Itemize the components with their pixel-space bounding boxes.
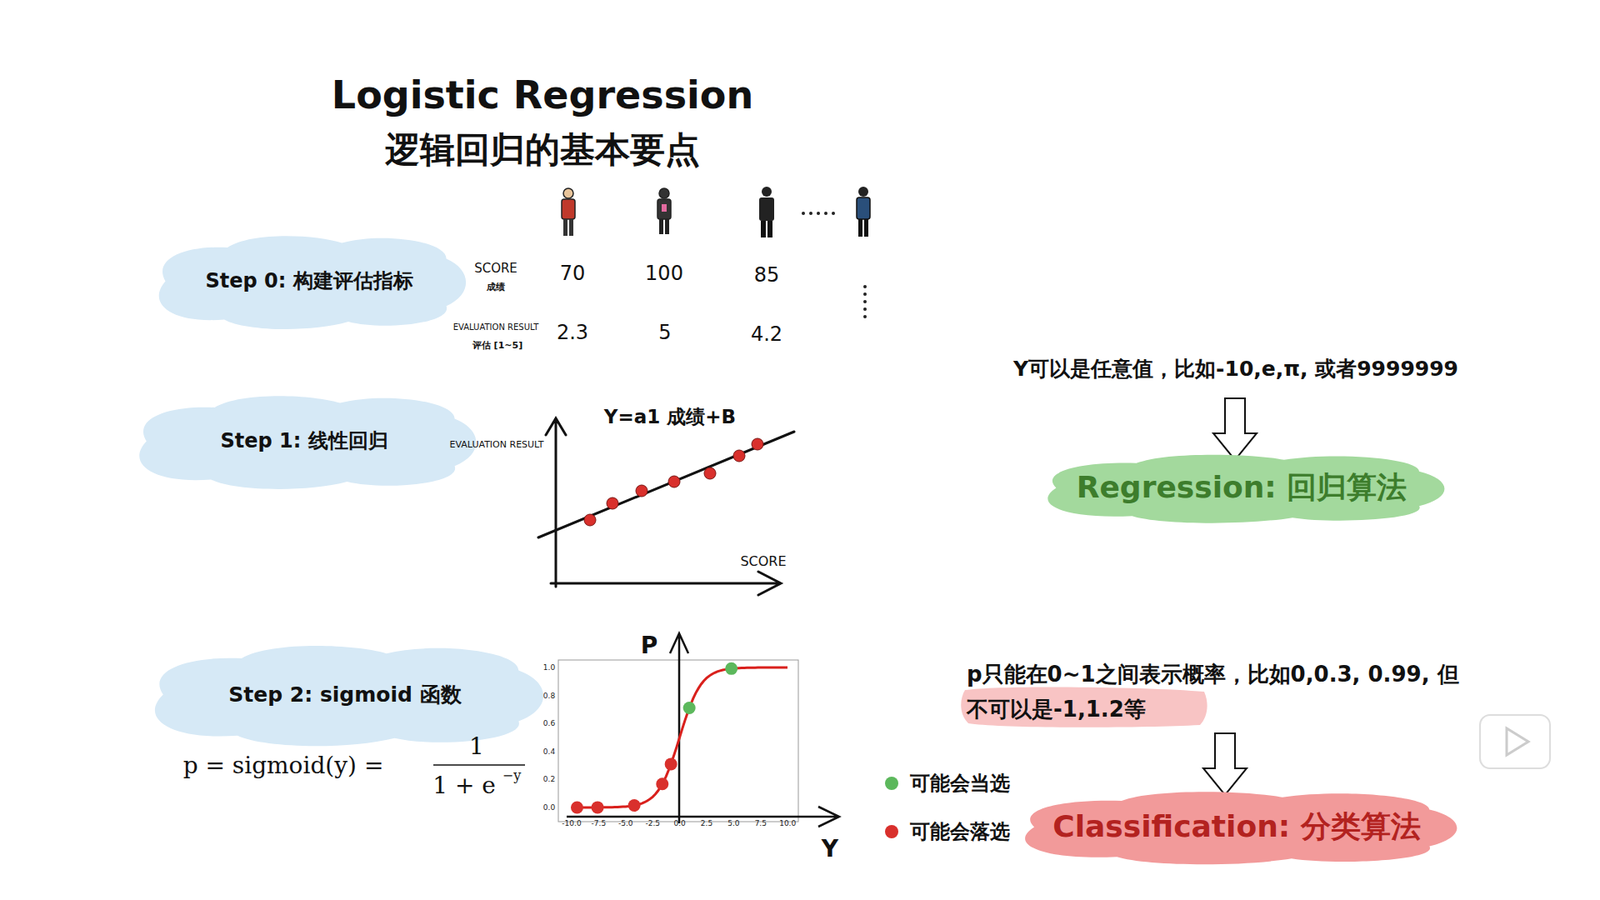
step-cloud: Step 2: sigmoid 函数 <box>138 634 552 755</box>
text-label: 70 <box>560 261 586 285</box>
text-label: EVALUATION RESULT <box>453 322 540 332</box>
text-label: 0.0 <box>673 819 685 828</box>
text-label: Y <box>821 835 839 863</box>
data-point <box>655 777 669 790</box>
data-point <box>628 799 641 812</box>
text-label: 1.0 <box>543 663 555 672</box>
text-label: 评估 [1~5] <box>472 339 523 352</box>
person-icon <box>759 186 775 238</box>
text-label: SCORE <box>740 553 786 570</box>
title: Logistic Regression <box>331 72 754 118</box>
text-label: 2.3 <box>556 320 589 345</box>
hollow-arrow <box>1203 733 1247 795</box>
sigmoid-chart <box>558 633 840 827</box>
legend-item: 可能会当选 <box>885 770 1010 797</box>
text-label: 5 <box>658 320 671 345</box>
text-label: 100 <box>645 261 684 285</box>
ellipsis-dots <box>801 211 867 319</box>
data-point <box>570 800 584 814</box>
text-label: Y可以是任意值，比如-10,e,π, 或者9999999 <box>1013 355 1459 383</box>
text-label: 0.0 <box>543 803 555 812</box>
text-label: 0.4 <box>543 747 555 756</box>
person-icon <box>657 188 671 235</box>
text-label: 逻辑回归的基本要点 <box>385 126 700 174</box>
text-label: 0.2 <box>543 775 555 784</box>
text-label: 10.0 <box>779 819 796 828</box>
text-label: 0.8 <box>543 691 555 700</box>
legend-label: 可能会落选 <box>910 818 1010 845</box>
person-icon <box>856 186 870 237</box>
text-label: 1 <box>469 732 485 760</box>
hollow-arrow <box>1213 398 1257 460</box>
text-label: 0.6 <box>543 719 555 728</box>
legend-item: 可能会落选 <box>885 818 1010 845</box>
text-label: 85 <box>754 263 780 287</box>
text-label: SCORE <box>474 260 518 276</box>
node-label: Step 1: 线性回归 <box>220 427 388 455</box>
legend-swatch <box>885 776 899 790</box>
linear-chart <box>538 418 795 595</box>
node-label: Classification: 分类算法 <box>1052 806 1420 848</box>
text-label: -5.0 <box>618 819 634 828</box>
text-label: -7.5 <box>591 819 607 828</box>
text-label: 7.5 <box>755 819 767 828</box>
text-label: Y=a1 成绩+B <box>604 404 736 430</box>
text-label: 5.0 <box>727 819 740 828</box>
text-label: 4.2 <box>750 322 783 346</box>
text-label: p只能在0~1之间表示概率，比如0,0.3, 0.99, 但不可以是-1,1.2… <box>966 656 1475 727</box>
data-point <box>591 800 605 814</box>
text-label: −y <box>502 767 521 784</box>
step-cloud: Step 0: 构建评估指标 <box>145 225 473 338</box>
text-label: EVALUATION RESULT <box>450 439 545 450</box>
data-point <box>665 757 678 770</box>
legend-label: 可能会当选 <box>910 770 1010 797</box>
node-label: Regression: 回归算法 <box>1076 467 1408 509</box>
text-label: -10.0 <box>561 819 581 828</box>
data-point <box>683 701 696 715</box>
play-icon <box>1480 715 1550 769</box>
result-band: Regression: 回归算法 <box>1030 446 1454 530</box>
result-band: Classification: 分类算法 <box>1006 783 1466 871</box>
step-cloud: Step 1: 线性回归 <box>125 385 484 498</box>
data-points <box>584 438 764 526</box>
text-label: -2.5 <box>645 819 660 828</box>
text-label: 1 + e <box>432 771 496 800</box>
text-label: 成绩 <box>486 280 505 294</box>
text-label: p = sigmoid(y) = <box>183 751 385 780</box>
text-label: P <box>640 631 659 660</box>
text-label: 2.5 <box>700 819 713 828</box>
person-icon <box>561 188 575 236</box>
fraction-bar <box>433 764 525 766</box>
data-point <box>725 662 738 675</box>
legend-swatch <box>885 825 899 839</box>
node-label: Step 0: 构建评估指标 <box>205 267 413 295</box>
node-label: Step 2: sigmoid 函数 <box>228 680 461 709</box>
